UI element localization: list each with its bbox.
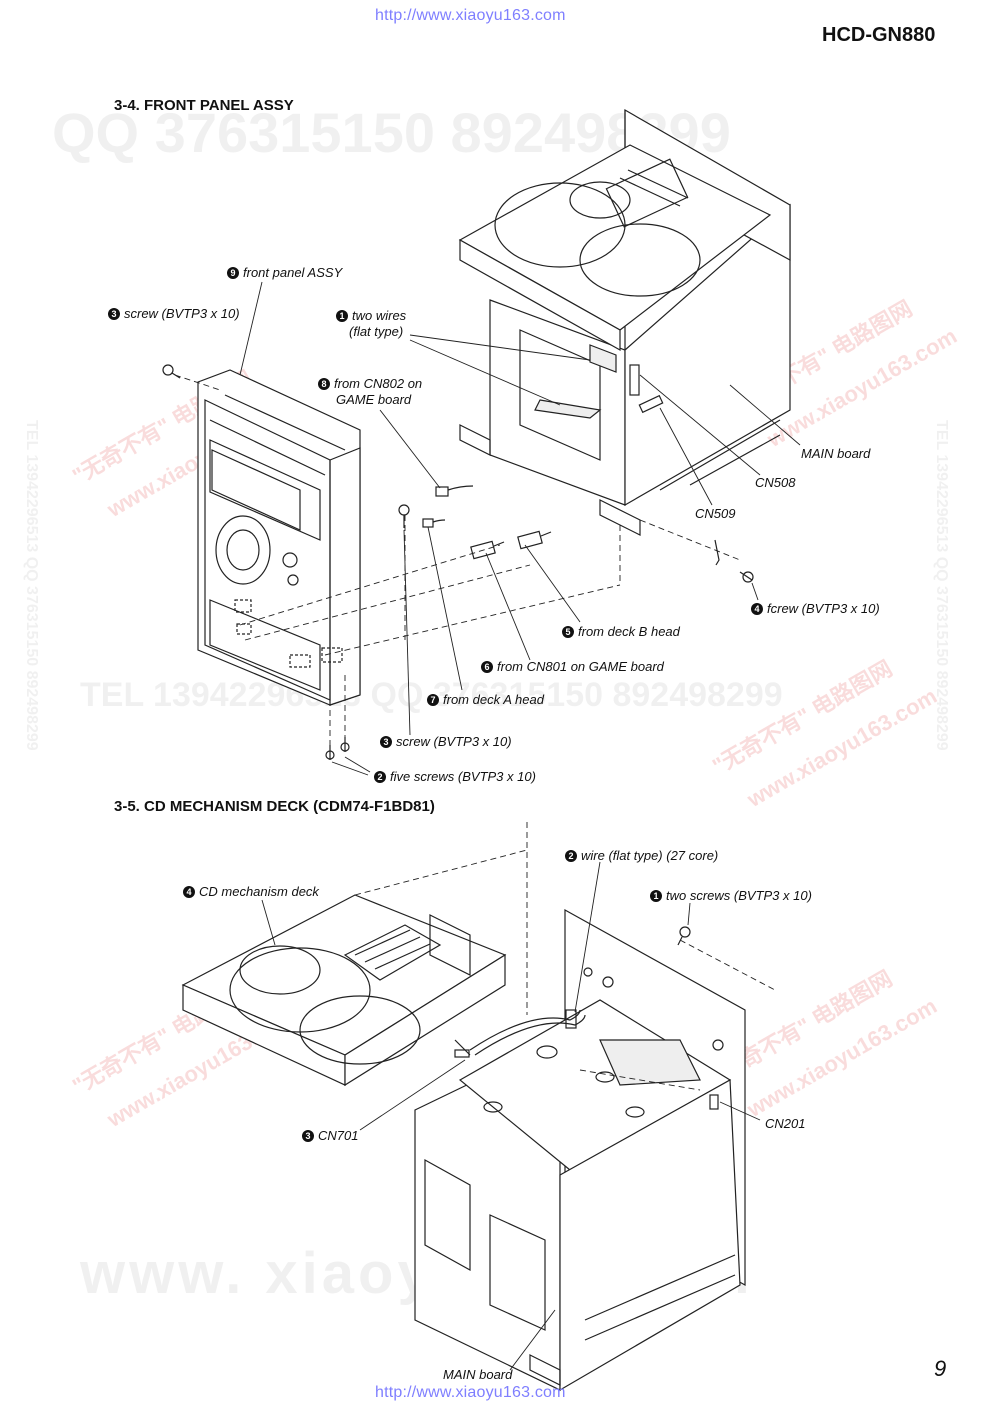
step-number-badge: 4	[751, 603, 763, 615]
chassis-unit-3-4	[458, 108, 791, 536]
section-title-front-panel: 3-4. FRONT PANEL ASSY	[114, 97, 294, 114]
step-number-badge: 1	[650, 890, 662, 902]
step-number-badge: 9	[227, 267, 239, 279]
section-title-cd-mechanism: 3-5. CD MECHANISM DECK (CDM74-F1BD81)	[114, 798, 435, 815]
flat-wire-27-core	[469, 1009, 586, 1056]
label-main-board-bottom: MAIN board	[443, 1367, 513, 1382]
wire-connectors-3-4	[422, 485, 552, 560]
chassis-unit-3-5	[414, 908, 746, 1392]
label-game-board: GAME board	[336, 392, 412, 407]
step-number-badge: 1	[336, 310, 348, 322]
cd-mechanism-deck	[181, 894, 507, 1087]
footer-url-link[interactable]: http://www.xiaoyu163.com	[375, 1384, 566, 1401]
step-number-badge: 3	[108, 308, 120, 320]
step-number-badge: 2	[374, 771, 386, 783]
step-number-badge: 3	[302, 1130, 314, 1142]
screws-3-4	[162, 364, 754, 760]
label-cn508: CN508	[755, 475, 796, 490]
step-number-badge: 8	[318, 378, 330, 390]
step-number-badge: 6	[481, 661, 493, 673]
step-number-badge: 2	[565, 850, 577, 862]
page-number: 9	[934, 1356, 947, 1381]
label-cn509: CN509	[695, 506, 736, 521]
label-cn201: CN201	[765, 1116, 806, 1131]
header-url-link[interactable]: http://www.xiaoyu163.com	[375, 7, 566, 24]
front-panel-assy	[197, 369, 361, 706]
step-number-badge: 5	[562, 626, 574, 638]
step-number-badge: 3	[380, 736, 392, 748]
label-main-board-top: MAIN board	[801, 446, 871, 461]
step-number-badge: 7	[427, 694, 439, 706]
model-number: HCD-GN880	[822, 24, 936, 46]
step-number-badge: 4	[183, 886, 195, 898]
label-flat-type: (flat type)	[349, 324, 404, 339]
